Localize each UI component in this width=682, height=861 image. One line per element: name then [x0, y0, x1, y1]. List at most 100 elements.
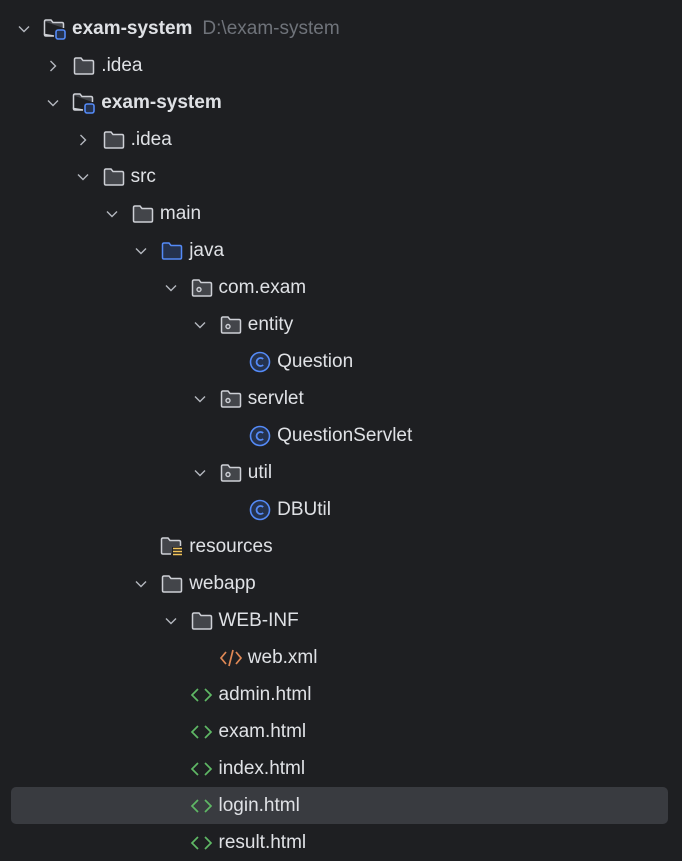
package-icon: [219, 387, 243, 411]
folder-icon: [131, 202, 155, 226]
tree-node-servlet[interactable]: servlet: [0, 380, 682, 417]
tree-node-idea[interactable]: .idea: [0, 47, 682, 84]
node-name: java: [189, 239, 225, 261]
node-name: .idea: [130, 128, 172, 150]
node-name: WEB-INF: [218, 609, 299, 631]
chevron-down-icon[interactable]: [192, 465, 208, 481]
tree-node-webapp[interactable]: webapp: [0, 565, 682, 602]
class-icon: [248, 498, 272, 522]
module-folder-icon: [72, 91, 96, 115]
tree-node-main[interactable]: main: [0, 195, 682, 232]
package-icon: [190, 276, 214, 300]
class-icon: [248, 424, 272, 448]
folder-icon: [190, 609, 214, 633]
tree-node-label: QuestionServlet: [277, 425, 412, 447]
tree-node-label: DBUtil: [277, 499, 331, 521]
tree-node-label: servlet: [248, 388, 304, 410]
tree-node-label: entity: [248, 314, 293, 336]
tree-node-index-html[interactable]: index.html: [0, 750, 682, 787]
xml-file-icon: [219, 646, 243, 670]
node-name: exam-system: [101, 91, 222, 113]
tree-node-util[interactable]: util: [0, 454, 682, 491]
node-name: com.exam: [218, 276, 307, 298]
node-name: QuestionServlet: [277, 424, 413, 446]
chevron-down-icon[interactable]: [133, 243, 149, 259]
chevron-down-icon[interactable]: [16, 21, 32, 37]
tree-node-label: util: [248, 462, 272, 484]
node-name: index.html: [218, 757, 306, 779]
tree-node-label: webapp: [189, 573, 256, 595]
chevron-down-icon[interactable]: [192, 391, 208, 407]
tree-node-label: result.html: [219, 832, 307, 854]
tree-node-label: .idea: [131, 129, 172, 151]
folder-icon: [102, 165, 126, 189]
html-file-icon: [190, 831, 214, 855]
package-icon: [219, 313, 243, 337]
tree-node-web-inf[interactable]: WEB-INF: [0, 602, 682, 639]
tree-node-com-exam[interactable]: com.exam: [0, 269, 682, 306]
tree-node-label: Question: [277, 351, 353, 373]
tree-node-entity[interactable]: entity: [0, 306, 682, 343]
node-name: entity: [247, 313, 294, 335]
tree-node-dbutil[interactable]: DBUtil: [0, 491, 682, 528]
tree-node-label: .idea: [101, 55, 142, 77]
tree-node-label: com.exam: [219, 277, 307, 299]
html-file-icon: [190, 720, 214, 744]
tree-node-resources[interactable]: resources: [0, 528, 682, 565]
node-path: D:\exam-system: [202, 17, 340, 39]
module-folder-icon: [43, 17, 67, 41]
chevron-down-icon[interactable]: [104, 206, 120, 222]
tree-node-result-html[interactable]: result.html: [0, 824, 682, 861]
node-name: web.xml: [247, 646, 318, 668]
folder-icon: [160, 572, 184, 596]
tree-node-idea[interactable]: .idea: [0, 121, 682, 158]
node-name: util: [247, 461, 273, 483]
folder-icon: [102, 128, 126, 152]
resources-folder-icon: [160, 535, 184, 559]
chevron-down-icon[interactable]: [163, 613, 179, 629]
node-name: main: [159, 202, 202, 224]
node-name: resources: [189, 535, 273, 557]
node-name: login.html: [218, 794, 300, 816]
class-icon: [248, 350, 272, 374]
node-name: DBUtil: [277, 498, 331, 520]
html-file-icon: [190, 757, 214, 781]
tree-node-label: admin.html: [219, 684, 312, 706]
html-file-icon: [190, 683, 214, 707]
tree-node-java[interactable]: java: [0, 232, 682, 269]
node-name: admin.html: [218, 683, 312, 705]
tree-node-label: web.xml: [248, 647, 318, 669]
node-name: exam.html: [218, 720, 307, 742]
package-icon: [219, 461, 243, 485]
chevron-right-icon[interactable]: [75, 132, 91, 148]
tree-node-admin-html[interactable]: admin.html: [0, 676, 682, 713]
tree-node-label: src: [131, 166, 156, 188]
tree-node-label: main: [160, 203, 201, 225]
folder-icon: [72, 54, 96, 78]
tree-node-label: exam.html: [219, 721, 307, 743]
node-name: servlet: [247, 387, 304, 409]
tree-node-questionservlet[interactable]: QuestionServlet: [0, 417, 682, 454]
tree-node-web-xml[interactable]: web.xml: [0, 639, 682, 676]
chevron-down-icon[interactable]: [133, 576, 149, 592]
chevron-down-icon[interactable]: [192, 317, 208, 333]
tree-node-label: exam-system: [101, 92, 221, 114]
tree-node-label: resources: [189, 536, 272, 558]
tree-node-label: WEB-INF: [219, 610, 299, 632]
tree-node-src[interactable]: src: [0, 158, 682, 195]
tree-node-exam-html[interactable]: exam.html: [0, 713, 682, 750]
chevron-down-icon[interactable]: [163, 280, 179, 296]
chevron-right-icon[interactable]: [45, 58, 61, 74]
tree-node-label: java: [189, 240, 224, 262]
chevron-down-icon[interactable]: [75, 169, 91, 185]
tree-node-exam-system[interactable]: exam-system: [0, 84, 682, 121]
chevron-down-icon[interactable]: [45, 95, 61, 111]
tree-node-login-html[interactable]: login.html: [0, 787, 682, 824]
tree-node-question[interactable]: Question: [0, 343, 682, 380]
node-name: src: [130, 165, 156, 187]
node-name: .idea: [101, 54, 143, 76]
tree-node-label: login.html: [219, 795, 300, 817]
